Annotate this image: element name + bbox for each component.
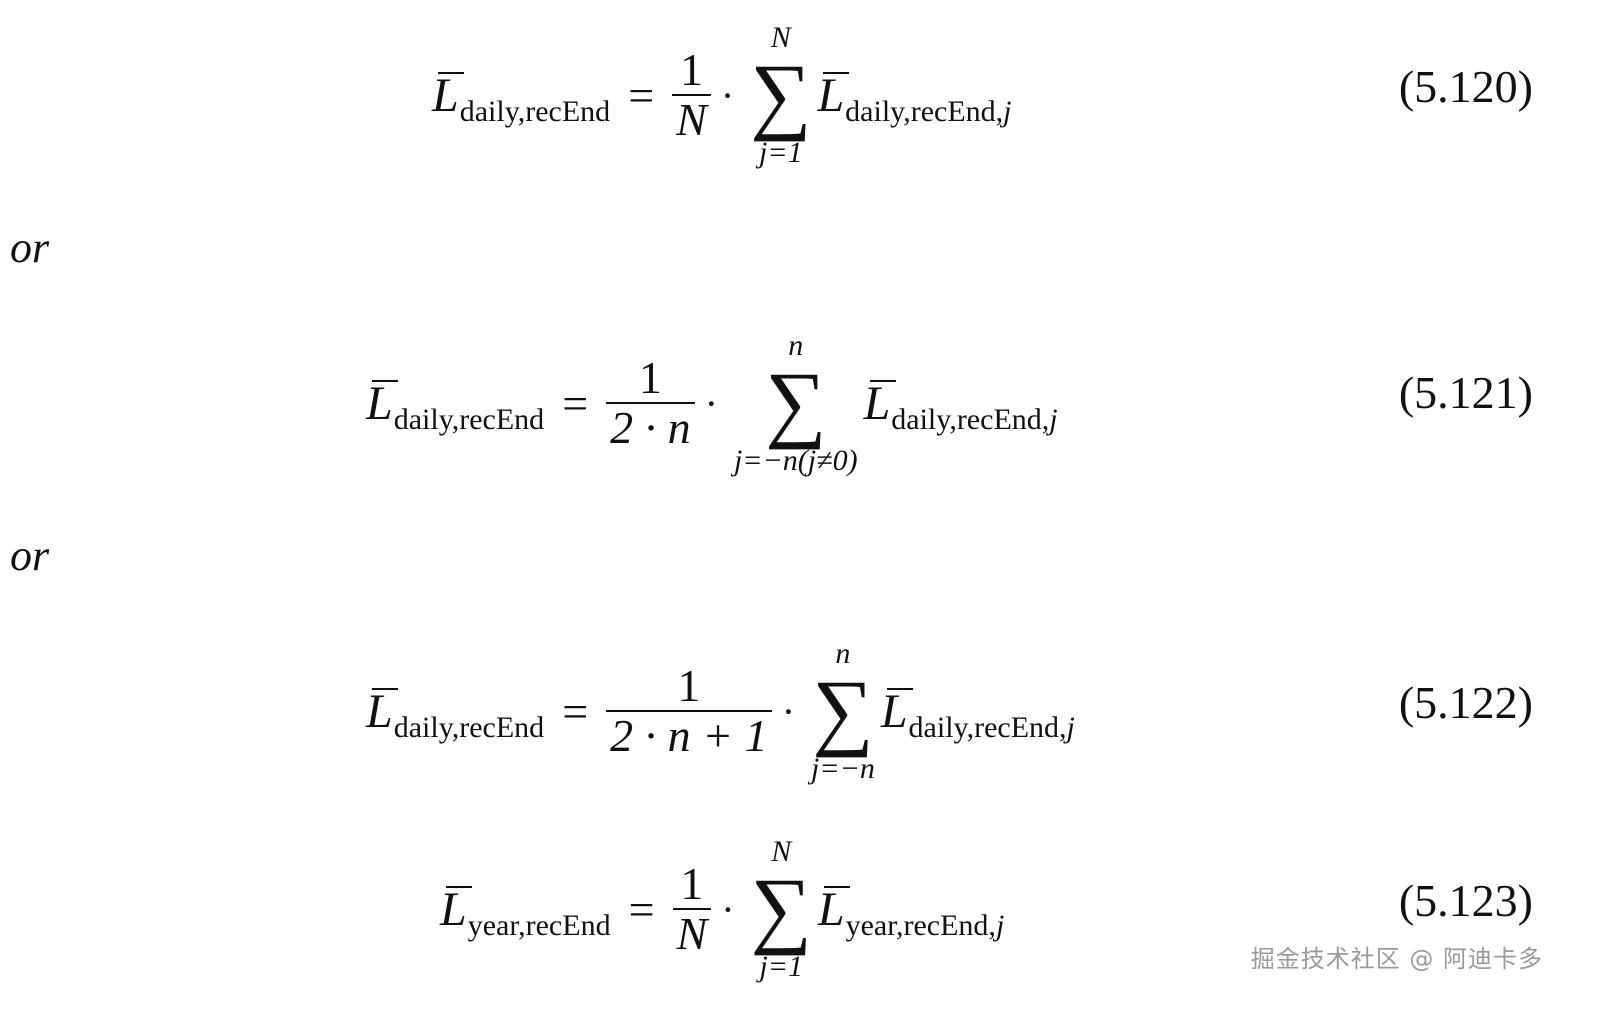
watermark: 掘金技术社区 @ 阿迪卡多 bbox=[1250, 945, 1543, 973]
fraction-denominator: N bbox=[676, 908, 708, 959]
connector-or-2: or bbox=[10, 531, 50, 580]
fraction-bar bbox=[606, 710, 772, 712]
equation-number: (5.123) bbox=[1398, 875, 1533, 926]
sigma-symbol: ∑ bbox=[812, 662, 874, 759]
multiply-dot: · bbox=[704, 380, 718, 426]
lhs-subscript: daily,recEnd bbox=[393, 402, 545, 436]
sum-upper-limit: N bbox=[771, 835, 792, 869]
equation-row-5-122: L daily,recEnd = 1 2 · n + 1 · n ∑ j=−n … bbox=[0, 636, 1611, 786]
lhs-variable: L daily,recEnd bbox=[366, 376, 545, 436]
lhs-subscript: daily,recEnd bbox=[459, 94, 611, 128]
equation-number: (5.122) bbox=[1398, 677, 1533, 728]
fraction-numerator: 1 bbox=[679, 43, 703, 95]
equation-number: (5.121) bbox=[1398, 367, 1533, 418]
rhs-subscript: year,recEnd,j bbox=[845, 908, 1005, 942]
equation-row-5-120: L daily,recEnd = 1 N · N ∑ j=1 L daily,r… bbox=[0, 20, 1611, 170]
rhs-variable: L daily,recEnd,j bbox=[817, 68, 1012, 128]
summation: N ∑ j=1 bbox=[750, 21, 811, 169]
rhs-subscript: daily,recEnd,j bbox=[845, 94, 1012, 128]
multiply-dot: · bbox=[720, 72, 735, 118]
sum-lower-limit: j=−n(j≠0) bbox=[733, 443, 858, 477]
fraction: 1 N bbox=[672, 857, 712, 959]
rhs-subscript: daily,recEnd,j bbox=[891, 402, 1058, 436]
fraction-denominator: N bbox=[676, 94, 707, 145]
equation-number: (5.120) bbox=[1398, 61, 1533, 112]
equals-sign: = bbox=[562, 377, 589, 429]
fraction-denominator: 2 · n + 1 bbox=[610, 710, 768, 761]
multiply-dot: · bbox=[721, 886, 735, 932]
equation-row-5-123: L year,recEnd = 1 N · N ∑ j=1 L year,rec… bbox=[0, 834, 1611, 984]
fraction-bar bbox=[672, 908, 712, 910]
fraction: 1 2 · n + 1 bbox=[606, 659, 772, 761]
fraction-numerator: 1 bbox=[680, 857, 704, 909]
equation-5-121: L daily,recEnd = 1 2 · n · n ∑ j=−n(j≠0)… bbox=[366, 328, 1058, 478]
rhs-variable: L daily,recEnd,j bbox=[863, 376, 1058, 436]
fraction-numerator: 1 bbox=[638, 351, 662, 403]
sum-lower-limit: j=1 bbox=[759, 135, 803, 169]
sum-upper-limit: N bbox=[770, 21, 791, 55]
lhs-variable: L daily,recEnd bbox=[432, 68, 611, 128]
fraction-bar bbox=[672, 94, 711, 96]
lhs-subscript: daily,recEnd bbox=[393, 710, 545, 744]
multiply-dot: · bbox=[781, 688, 796, 734]
fraction-numerator: 1 bbox=[677, 659, 701, 711]
sum-upper-limit: n bbox=[835, 637, 851, 671]
connector-or-1: or bbox=[10, 223, 50, 272]
sum-lower-limit: j=1 bbox=[759, 949, 803, 983]
sigma-symbol: ∑ bbox=[750, 46, 812, 143]
fraction: 1 2 · n bbox=[606, 351, 695, 453]
sigma-symbol: ∑ bbox=[765, 354, 827, 451]
equation-5-120: L daily,recEnd = 1 N · N ∑ j=1 L daily,r… bbox=[432, 20, 1012, 170]
equals-sign: = bbox=[628, 883, 655, 935]
equation-5-122: L daily,recEnd = 1 2 · n + 1 · n ∑ j=−n … bbox=[366, 636, 1075, 786]
summation: N ∑ j=1 bbox=[751, 835, 812, 983]
equation-5-123: L year,recEnd = 1 N · N ∑ j=1 L year,rec… bbox=[440, 834, 1004, 984]
lhs-variable: L year,recEnd bbox=[440, 882, 611, 942]
rhs-variable: L daily,recEnd,j bbox=[880, 684, 1075, 744]
equals-sign: = bbox=[562, 685, 589, 737]
sigma-symbol: ∑ bbox=[750, 860, 812, 957]
rhs-variable: L year,recEnd,j bbox=[817, 882, 1005, 942]
equals-sign: = bbox=[628, 69, 655, 121]
equation-row-5-121: L daily,recEnd = 1 2 · n · n ∑ j=−n(j≠0)… bbox=[0, 328, 1611, 478]
fraction: 1 N bbox=[672, 43, 711, 145]
lhs-variable: L daily,recEnd bbox=[366, 684, 545, 744]
summation: n ∑ j=−n(j≠0) bbox=[734, 329, 858, 477]
fraction-denominator: 2 · n bbox=[610, 402, 691, 453]
sum-upper-limit: n bbox=[788, 329, 804, 363]
lhs-subscript: year,recEnd bbox=[467, 908, 611, 942]
sum-lower-limit: j=−n bbox=[811, 751, 875, 785]
fraction-bar bbox=[606, 402, 695, 404]
rhs-subscript: daily,recEnd,j bbox=[908, 710, 1075, 744]
summation: n ∑ j=−n bbox=[811, 637, 875, 785]
